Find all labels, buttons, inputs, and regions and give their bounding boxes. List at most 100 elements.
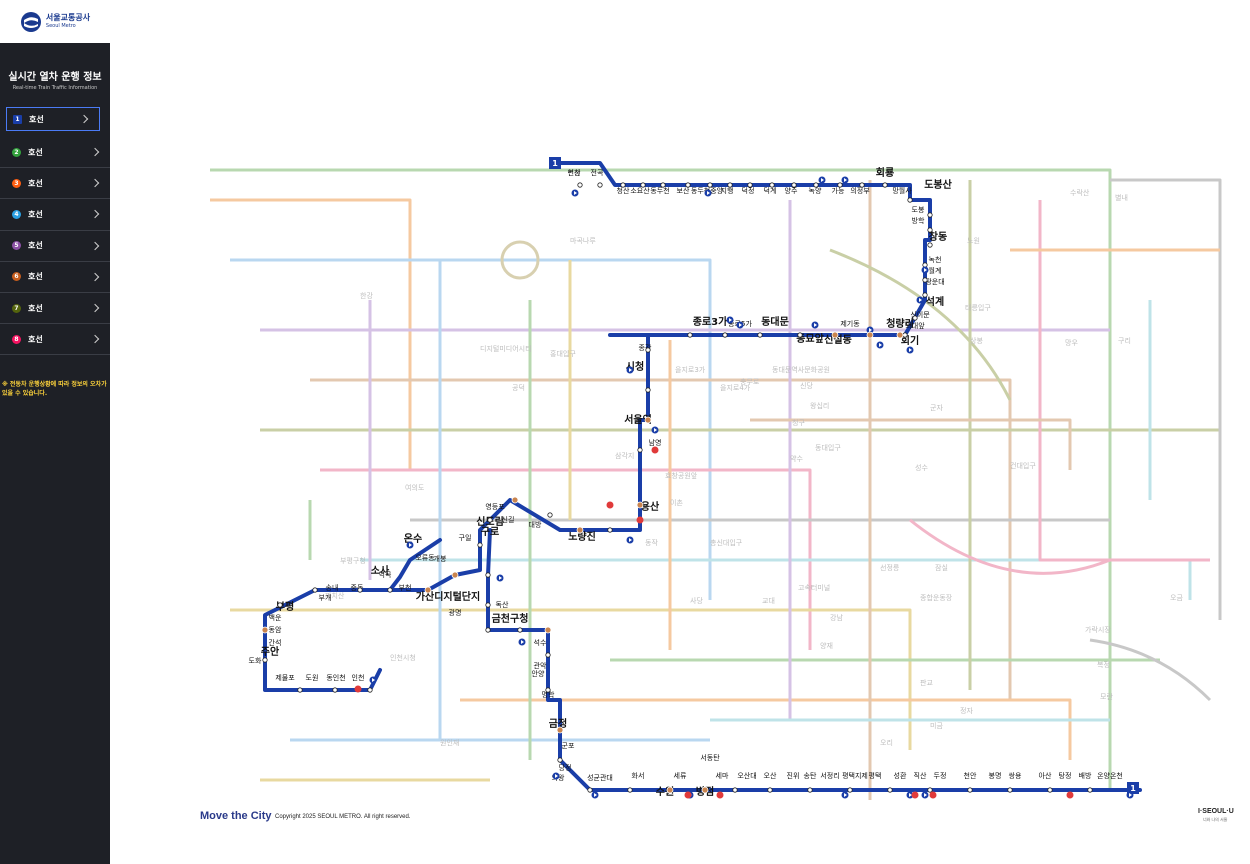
chevron-right-icon (90, 147, 100, 157)
station-label: 신설동 (824, 333, 852, 346)
chevron-right-icon (90, 179, 100, 188)
line-menu-label: 호선 (28, 147, 43, 157)
footer-copyright: Copyright 2025 SEOUL METRO. All right re… (275, 814, 411, 820)
train-direction-arrow (821, 178, 824, 182)
station-label: 서정리 (820, 771, 839, 780)
background-station-label: 까치산 (325, 591, 345, 600)
station-label: 신창 (568, 168, 581, 177)
station-marker (637, 447, 643, 453)
background-line (210, 168, 1112, 790)
station-label: 개봉 (434, 554, 447, 563)
station-label: 소요산 (630, 186, 650, 195)
station-marker (859, 182, 865, 188)
station-label: 구로 (481, 526, 499, 538)
background-station-label: 동대입구 (815, 444, 841, 452)
station-label: 평택 (869, 771, 882, 780)
background-station-label: 모란 (1100, 693, 1113, 701)
station-marker (545, 687, 551, 693)
station-label: 동묘앞 (796, 333, 824, 345)
line-number-badge: 5 (12, 241, 21, 251)
station-label: 간석 (269, 638, 282, 647)
background-line (230, 608, 912, 750)
footer-brand: Move the City (200, 810, 272, 822)
station-label: 송탄 (804, 771, 817, 780)
background-station-label: 효창공원앞 (665, 471, 698, 480)
station-label: 가능 (832, 186, 845, 195)
background-station-label: 약수 (790, 454, 803, 463)
station-marker (645, 387, 651, 393)
station-label: 월계 (929, 266, 942, 275)
station-marker (707, 182, 713, 188)
station-label: 탕정 (1059, 771, 1072, 780)
background-station-label: 강남 (830, 613, 843, 622)
background-station-label: 동대문역사문화공원 (772, 365, 830, 374)
train-direction-arrow (729, 318, 732, 322)
station-marker (727, 182, 733, 188)
line-number-badge: 7 (12, 303, 21, 313)
station-label: 연천 (568, 168, 581, 177)
line-menu-item-7[interactable]: 7 호선 (0, 293, 110, 325)
transfer-station-marker (451, 571, 459, 579)
background-station-label: 왕십리 (810, 401, 829, 410)
background-station-label: 가락시장 (1085, 625, 1111, 634)
background-station-label: 양재 (820, 642, 833, 650)
background-line (310, 378, 1012, 700)
background-station-label: 구리 (1118, 336, 1131, 345)
station-label: 광명 (449, 608, 462, 617)
background-station-label: 수락산 (1070, 188, 1090, 197)
background-line (1110, 178, 1222, 620)
background-station-label: 선정릉 (880, 563, 900, 572)
chevron-right-icon (79, 114, 89, 124)
station-label: 창동 (929, 230, 947, 243)
train-direction-arrow (844, 178, 847, 182)
train-direction-arrow (909, 793, 912, 797)
station-marker (722, 332, 728, 338)
background-station-label: 디지털미디어시티 (480, 344, 532, 353)
train-direction-arrow (521, 640, 524, 644)
station-marker (847, 787, 853, 793)
station-marker (757, 332, 763, 338)
train-direction-arrow (654, 428, 657, 432)
background-station-label: 노원 (967, 236, 980, 245)
line-1-track (486, 528, 1142, 792)
station-label: 독산 (496, 600, 509, 609)
station-marker (485, 627, 491, 633)
line-menu-label: 호선 (28, 303, 43, 313)
background-station-label: 오금 (1170, 594, 1183, 602)
line-number-badge: 8 (12, 334, 21, 344)
station-label: 지행 (721, 186, 734, 195)
station-label: 전곡 (591, 168, 604, 177)
station-marker (277, 602, 283, 608)
background-station-label: 잠실 (935, 563, 948, 572)
station-label: 남영 (649, 438, 662, 447)
background-station-label: 한강 (360, 291, 373, 300)
train-direction-arrow (924, 793, 927, 797)
station-label: 동대문 (761, 315, 789, 328)
sidebar-title-ko: 실시간 열차 운행 정보 (8, 72, 102, 83)
train-express-icon (716, 791, 724, 799)
station-label: 쌍용 (1009, 771, 1022, 780)
station-label: 용산 (641, 500, 660, 513)
station-marker (1087, 787, 1093, 793)
station-label: 봉명 (989, 771, 1002, 780)
transfer-station-marker (576, 526, 584, 534)
logo-bar[interactable]: 서울교통공사 Seoul Metro (0, 0, 110, 43)
station-label: 보산 (677, 186, 690, 195)
background-station-label: 정자 (960, 706, 973, 715)
station-marker (967, 787, 973, 793)
train-direction-arrow (372, 678, 375, 682)
station-marker (485, 602, 491, 608)
station-label: 덕정 (742, 186, 755, 195)
station-label: 덕계 (764, 186, 777, 195)
station-marker (262, 657, 268, 663)
station-label: 세류 (674, 771, 687, 780)
station-label: 부천 (399, 583, 412, 592)
